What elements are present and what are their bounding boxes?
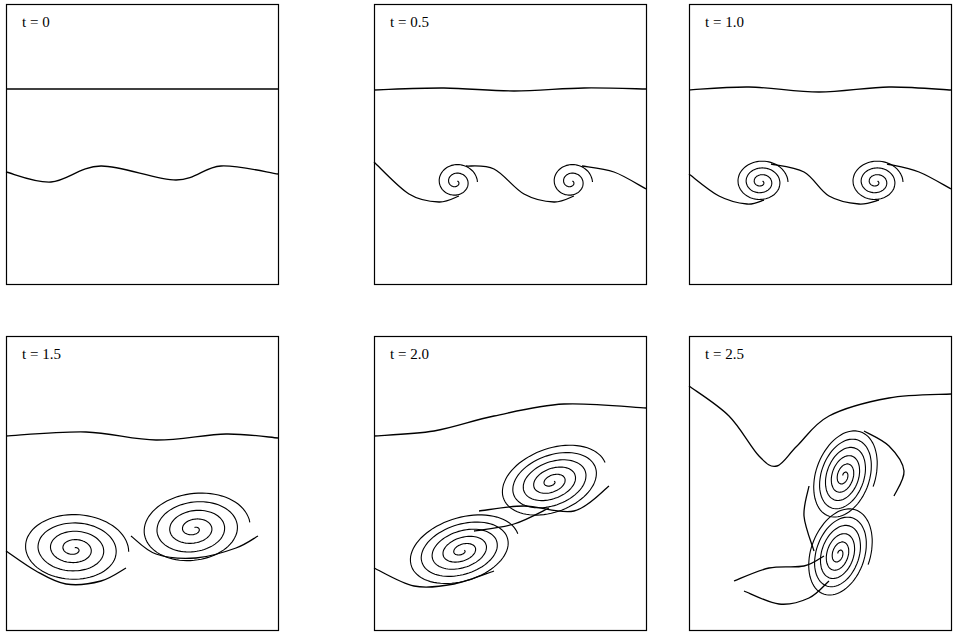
time-label: t = 1.5 (20, 346, 63, 363)
shear-layer (887, 164, 951, 189)
shear-layer (804, 486, 814, 551)
upper-interface (6, 432, 278, 440)
shear-layer (474, 508, 549, 531)
vortex-spiral (809, 509, 873, 595)
vortex-spiral (26, 515, 129, 580)
vortex-spiral (410, 515, 517, 584)
shear-layer (689, 174, 764, 204)
shear-layer (864, 431, 904, 496)
shear-layer (744, 581, 829, 604)
time-label: t = 2.0 (388, 346, 431, 363)
time-label: t = 0 (20, 14, 52, 31)
upper-interface (374, 88, 646, 91)
panel-frame (690, 5, 952, 285)
panel-frame (375, 5, 647, 285)
panel-frame (7, 5, 279, 285)
upper-interface (6, 88, 278, 89)
vortex-spiral (738, 161, 788, 199)
vortex-spiral (144, 493, 250, 560)
panel-frame (375, 337, 647, 631)
upper-interface (689, 87, 951, 92)
panel-frame (7, 337, 279, 631)
vortex-spiral (439, 165, 477, 196)
vortex-spiral (502, 445, 605, 515)
time-label: t = 1.0 (703, 14, 746, 31)
shear-layer (6, 166, 278, 182)
upper-interface (689, 386, 951, 466)
vortex-spiral (554, 165, 592, 196)
time-label: t = 2.5 (703, 346, 746, 363)
shear-layer (131, 536, 258, 558)
time-label: t = 0.5 (388, 14, 431, 31)
upper-interface (374, 404, 646, 436)
panel-frame (690, 337, 952, 631)
shear-layer (771, 164, 879, 204)
vortex-spiral (853, 161, 903, 199)
vortex-spiral (814, 431, 878, 517)
